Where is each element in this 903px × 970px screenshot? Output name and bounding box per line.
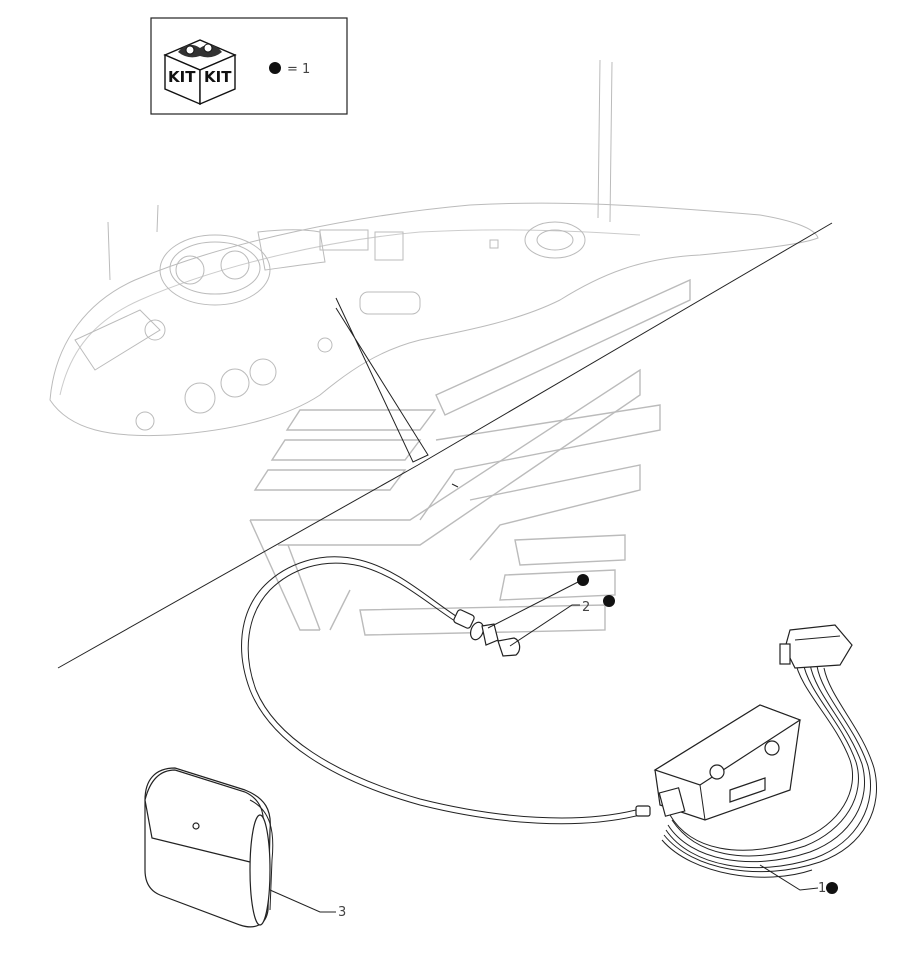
sensor-cable-assembly	[241, 556, 651, 825]
bullet-icon	[826, 882, 838, 894]
kit-label-right: KIT	[204, 68, 232, 86]
kit-qty-text: = 1	[287, 62, 310, 77]
bullet-icon	[603, 595, 615, 607]
cab-pillars	[107, 59, 613, 281]
dashboard-illustration	[49, 202, 819, 437]
callout-3-label: 3	[338, 905, 346, 920]
wiring-harness	[661, 624, 878, 878]
callout-2-label: 2	[582, 600, 590, 615]
callout-leaders: 2 1 3	[269, 483, 838, 920]
perspective-lines	[57, 222, 833, 669]
kit-legend: KIT KIT = 1	[150, 17, 348, 115]
callout-1-label: 1	[818, 881, 826, 896]
control-module	[653, 704, 802, 821]
cable-plug-icon	[453, 609, 521, 657]
harness-connector-icon	[779, 624, 853, 669]
bullet-icon	[269, 62, 281, 74]
manual-pouch	[144, 767, 274, 928]
kit-box-icon: KIT KIT	[163, 39, 237, 106]
bullet-icon	[577, 574, 589, 586]
kit-label-left: KIT	[168, 68, 196, 86]
background-logo	[249, 278, 691, 636]
